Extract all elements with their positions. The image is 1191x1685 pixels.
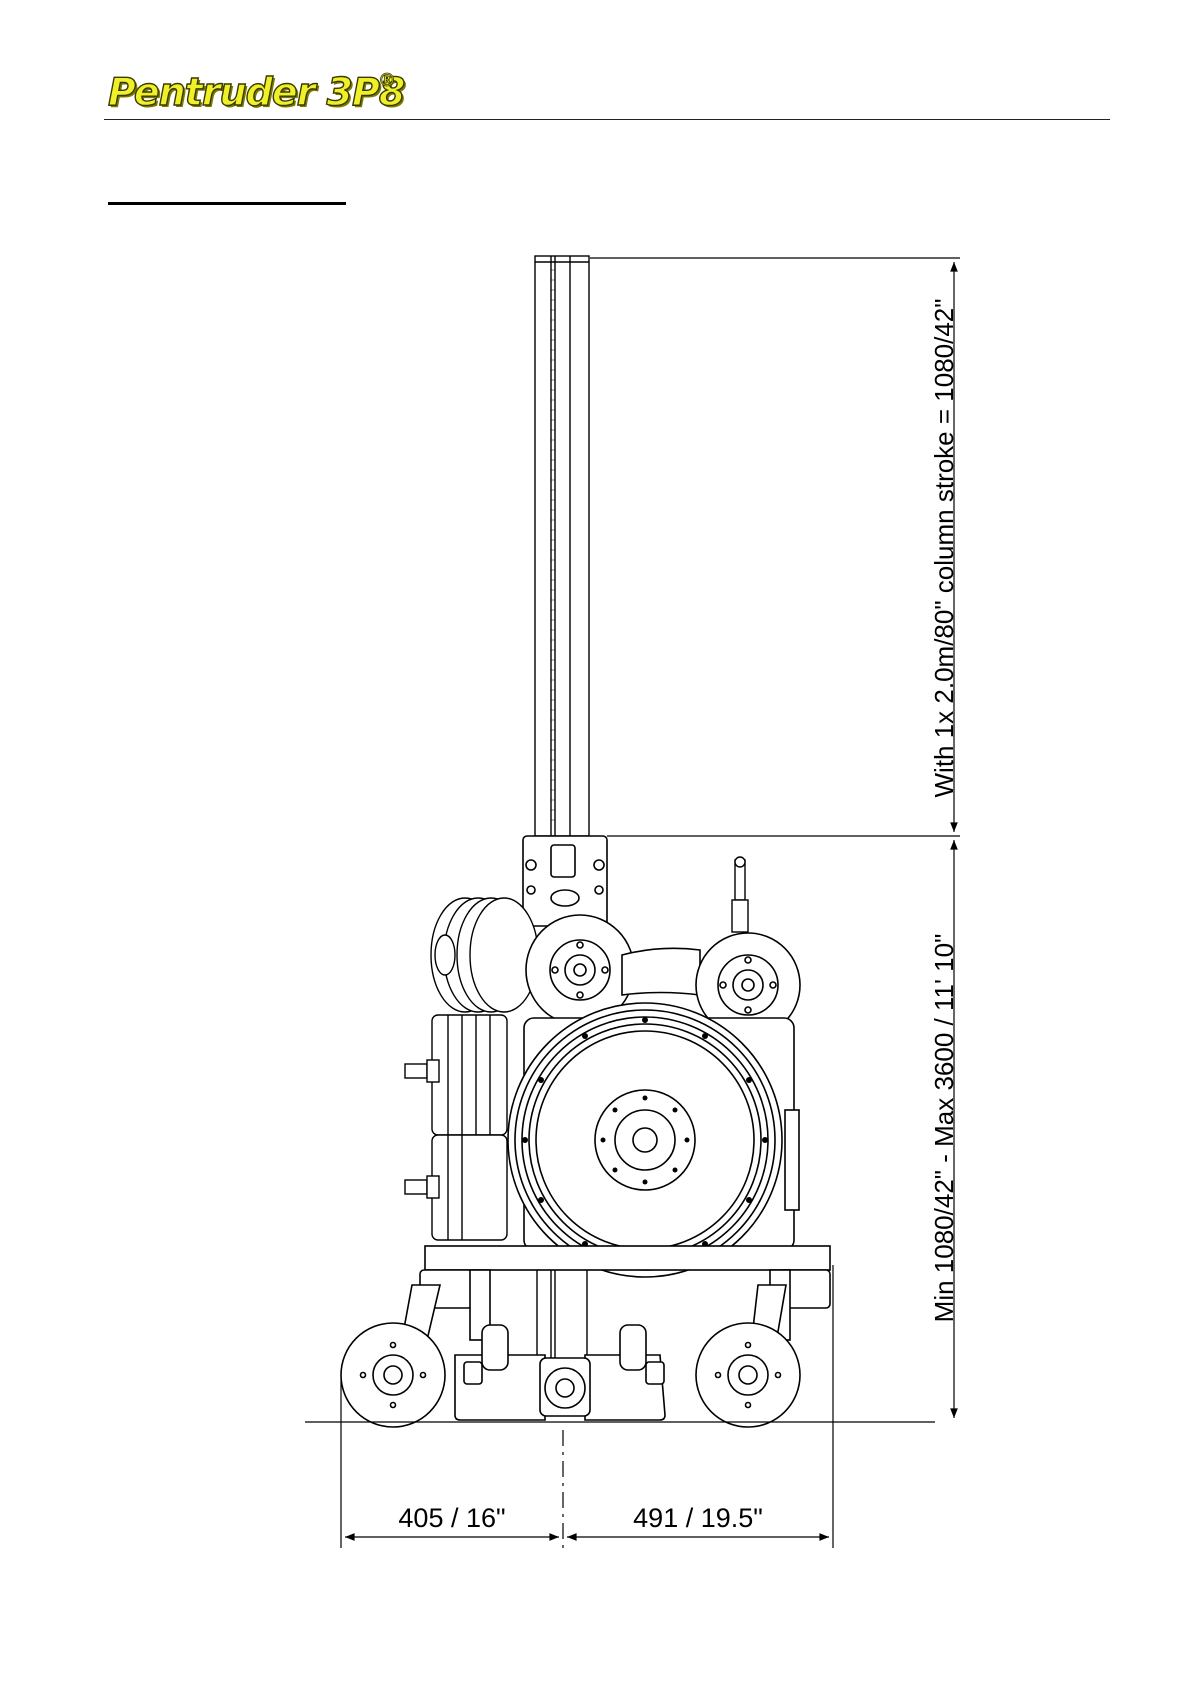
dim-right-width-label: 491 / 19.5" (633, 1503, 763, 1533)
dim-height-range-label: Min 1080/42" - Max 3600 / 11' 10" (929, 934, 959, 1323)
upper-arm (622, 948, 700, 995)
lifting-eye (732, 857, 748, 932)
dim-column-stroke-label: With 1x 2.0m/80" column stroke = 1080/42… (929, 299, 959, 798)
main-wheel (508, 1003, 799, 1277)
caster-wheel-left (341, 1285, 445, 1427)
dim-left-width-label: 405 / 16" (398, 1503, 505, 1533)
carriage (523, 836, 607, 926)
